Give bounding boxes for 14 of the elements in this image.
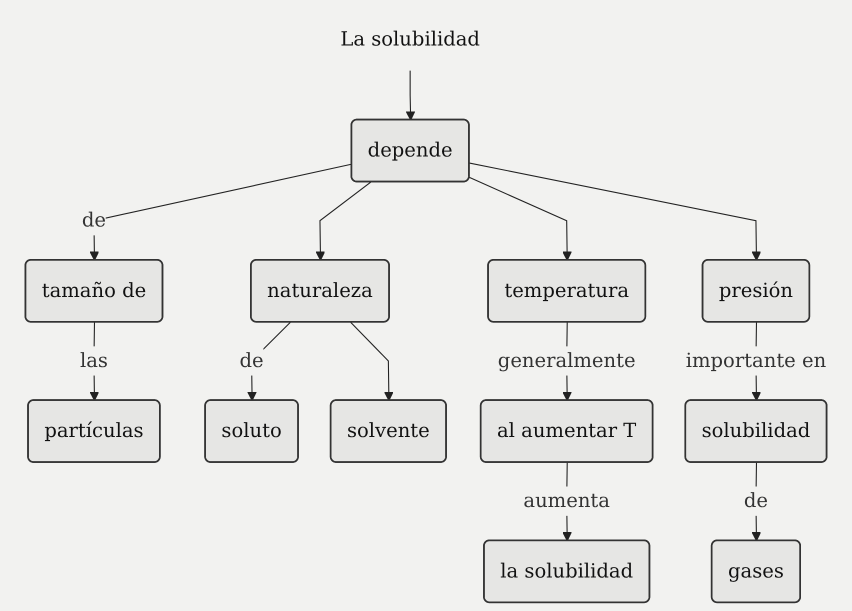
- edge-label: de: [240, 350, 264, 372]
- arrow: [350, 322, 394, 402]
- edge-label: las: [80, 350, 108, 372]
- arrow: [406, 70, 416, 121]
- edge-label: aumenta: [523, 490, 610, 513]
- node-text: La solubilidad: [340, 28, 480, 52]
- arrow: [90, 164, 352, 261]
- edge-label: importante en: [686, 350, 826, 372]
- arrow: [316, 182, 372, 261]
- arrow: [469, 162, 762, 261]
- arrow: [469, 176, 572, 261]
- edge-label: generalmente: [498, 350, 636, 372]
- edge-label: de: [82, 209, 106, 232]
- edge-label: de: [744, 490, 768, 513]
